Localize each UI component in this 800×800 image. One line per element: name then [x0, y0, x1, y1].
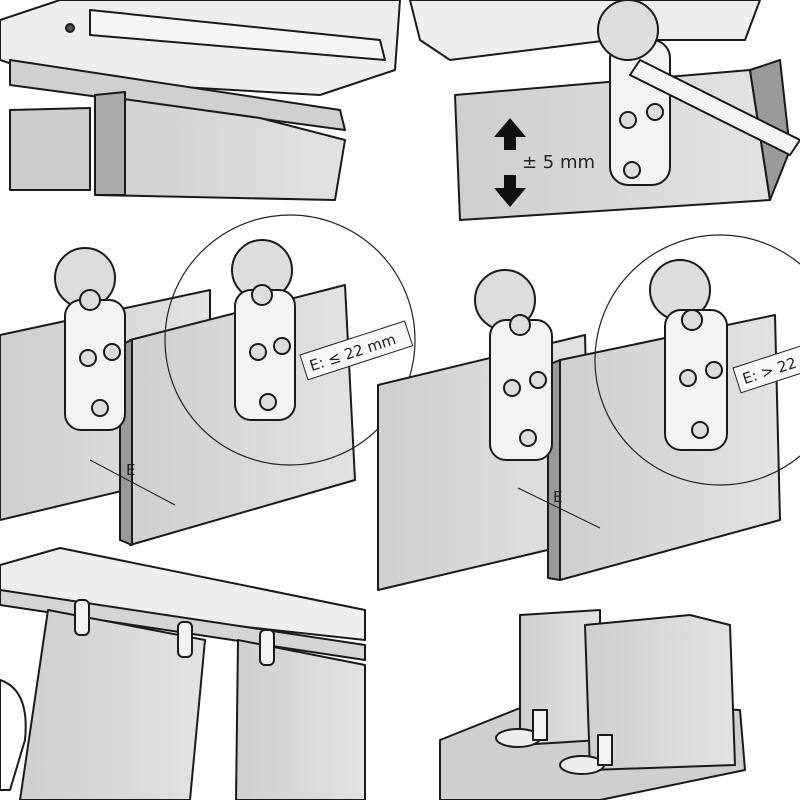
panel-gap-large: E E: > 22 [377, 234, 800, 591]
hanger-bracket [649, 259, 728, 451]
arrow-down-icon [494, 175, 526, 207]
gap-marker: E [126, 461, 135, 479]
panel-door-hanging [0, 547, 366, 800]
height-adjustment-label: ± 5 mm [522, 152, 595, 173]
hanger-bracket [231, 239, 296, 421]
hanger-bracket [54, 247, 126, 431]
gap-marker: E [553, 488, 562, 506]
arrow-up-icon [494, 118, 526, 150]
panel-track-mounting [0, 0, 401, 201]
panel-gap-small: E E: ≤ 22 mm [0, 214, 416, 546]
panel-height-adjustment: ± 5 mm [409, 0, 800, 221]
hanger-bracket [474, 269, 553, 461]
panel-floor-guide [439, 609, 746, 800]
